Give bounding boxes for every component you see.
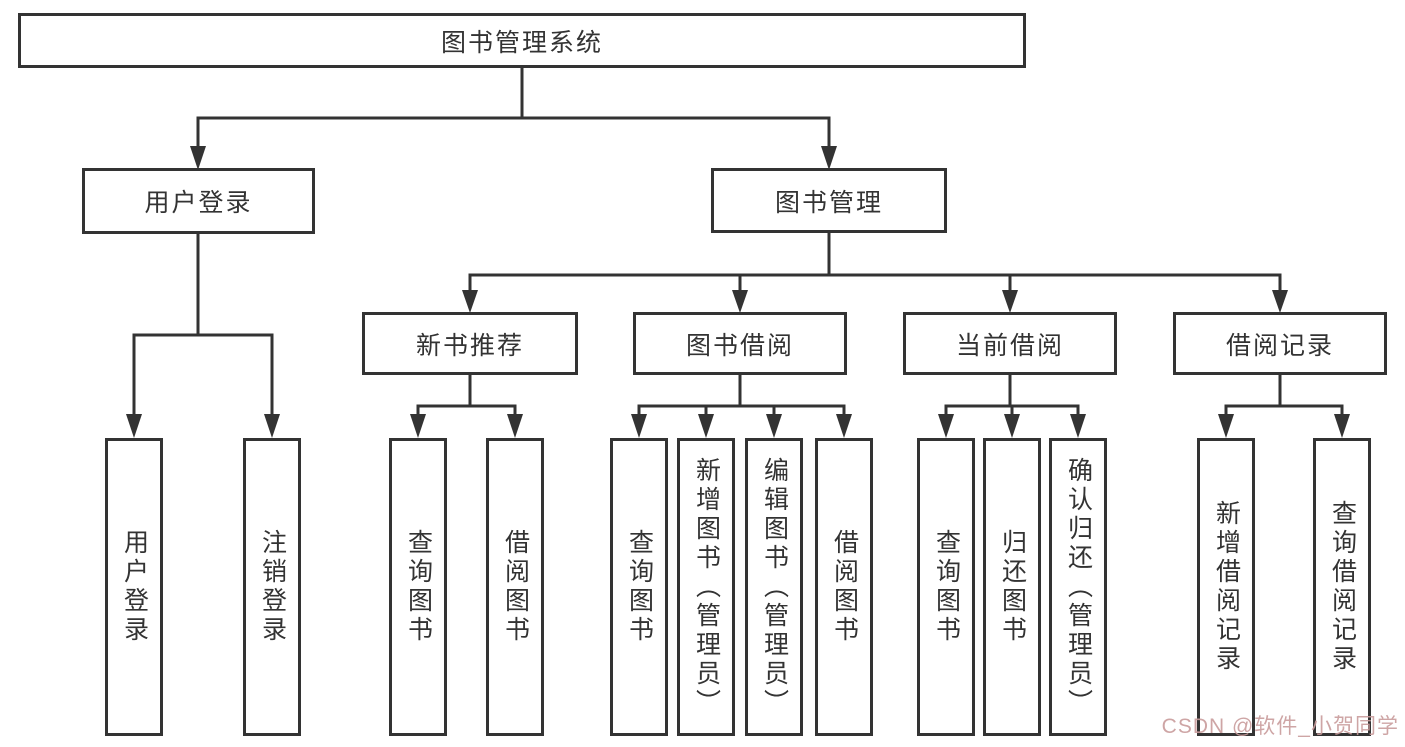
leaf-return-book: 归还图书	[983, 438, 1041, 736]
leaf-label: 注销登录	[258, 529, 287, 645]
leaf-label: 归还图书	[998, 529, 1027, 645]
leaf-confirm-return-admin: 确认归还（管理员）	[1049, 438, 1107, 736]
leaf-label: 借阅图书	[830, 529, 859, 645]
leaf-query-books-borrow: 查询图书	[610, 438, 668, 736]
leaf-borrow-books: 借阅图书	[815, 438, 873, 736]
leaf-label: 查询图书	[404, 529, 433, 645]
edge-borrow-children	[631, 375, 852, 438]
leaf-label: 查询图书	[932, 529, 961, 645]
leaf-query-borrow-record: 查询借阅记录	[1313, 438, 1371, 736]
leaf-label: 编辑图书（管理员）	[760, 456, 789, 718]
node-current-borrow: 当前借阅	[903, 312, 1117, 375]
node-borrow-records: 借阅记录	[1173, 312, 1387, 375]
leaf-label: 新增借阅记录	[1212, 500, 1241, 674]
edge-recommend-children	[410, 375, 523, 438]
leaf-borrow-books-recommend: 借阅图书	[486, 438, 544, 736]
leaf-query-books-recommend: 查询图书	[389, 438, 447, 736]
node-book-borrow: 图书借阅	[633, 312, 847, 375]
csdn-watermark: CSDN @软件_小贺同学	[1161, 715, 1399, 738]
node-book-management: 图书管理	[711, 168, 947, 233]
edge-current-children	[938, 375, 1086, 438]
leaf-query-books-current: 查询图书	[917, 438, 975, 736]
leaf-edit-book-admin: 编辑图书（管理员）	[745, 438, 803, 736]
leaf-user-login: 用户登录	[105, 438, 163, 736]
leaf-add-book-admin: 新增图书（管理员）	[677, 438, 735, 736]
edge-records-children	[1218, 375, 1350, 438]
leaf-label: 用户登录	[120, 529, 149, 645]
leaf-label: 查询借阅记录	[1328, 500, 1357, 674]
leaf-logout: 注销登录	[243, 438, 301, 736]
node-library-system: 图书管理系统	[18, 13, 1026, 68]
leaf-add-borrow-record: 新增借阅记录	[1197, 438, 1255, 736]
leaf-label: 确认归还（管理员）	[1064, 456, 1093, 718]
node-new-book-recommend: 新书推荐	[362, 312, 578, 375]
edge-book-mgmt-to-level2	[462, 233, 1288, 313]
node-user-login: 用户登录	[82, 168, 315, 234]
leaf-label: 新增图书（管理员）	[692, 456, 721, 718]
edge-user-login-children	[126, 234, 280, 438]
leaf-label: 借阅图书	[501, 529, 530, 645]
edge-root-to-level1	[190, 68, 837, 170]
leaf-label: 查询图书	[625, 529, 654, 645]
